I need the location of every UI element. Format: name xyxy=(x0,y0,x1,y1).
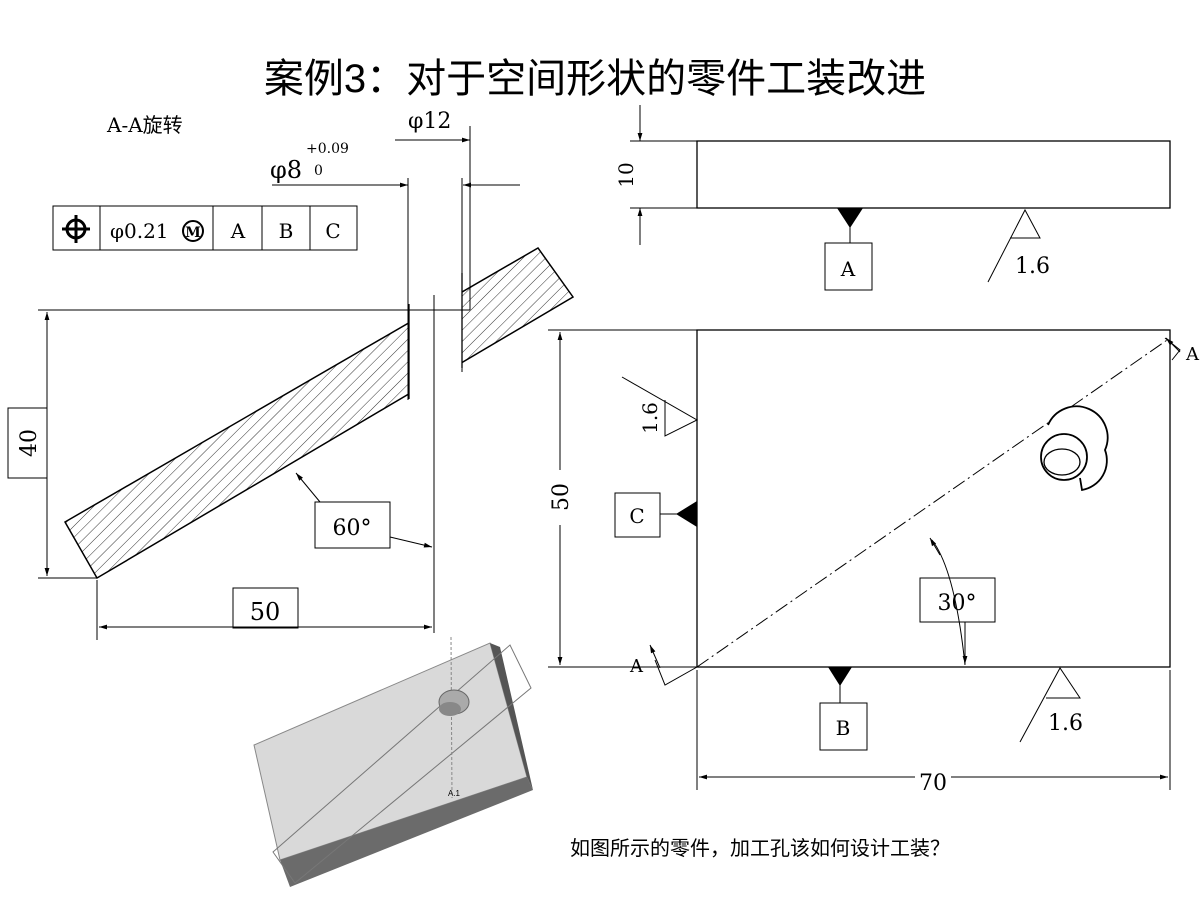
roughness-icon xyxy=(621,376,699,437)
section-mark-top: A xyxy=(1185,344,1200,365)
datum-triangle-icon xyxy=(676,501,697,527)
datum-triangle-icon xyxy=(837,208,863,228)
position-icon xyxy=(62,215,90,243)
dim-thickness-10: 10 xyxy=(614,162,638,187)
model-label: A.1 xyxy=(448,789,461,798)
roughness-left: 1.6 xyxy=(638,402,662,434)
mmc-circle-icon xyxy=(182,220,204,242)
roughness-bottom: 1.6 xyxy=(1048,711,1083,736)
datum-a-label: A xyxy=(840,257,856,281)
section-view: A-A旋转 φ12 φ8 +0.09 0 φ0.21 M A xyxy=(7,109,575,640)
hole-axis-line xyxy=(696,337,1171,668)
hole-section xyxy=(409,273,462,399)
fcf-datum-c: C xyxy=(325,219,340,243)
caption: 如图所示的零件，加工孔该如何设计工装？ xyxy=(570,836,950,860)
feature-control-frame: φ0.21 M A B C xyxy=(52,205,358,251)
dim-hole-outer: φ12 xyxy=(408,109,451,134)
section-label: A-A旋转 xyxy=(106,113,183,137)
fcf-tolerance: φ0.21 xyxy=(110,219,169,243)
section-mark-bottom: A xyxy=(629,656,644,677)
angle-60: 60° xyxy=(333,516,372,541)
tolerance-lower: 0 xyxy=(314,163,323,179)
dim-width-50: 50 xyxy=(250,598,281,626)
datum-b-label: B xyxy=(836,716,851,740)
datum-c-label: C xyxy=(629,504,644,528)
top-view: 10 A 1.6 xyxy=(614,105,1171,291)
hole-feature xyxy=(1040,405,1109,492)
front-view: 50 1.6 C A A 30° xyxy=(545,329,1200,796)
dim-hole-inner: φ8 xyxy=(270,156,302,184)
fcf-datum-b: B xyxy=(279,219,294,243)
tolerance-upper: +0.09 xyxy=(306,141,349,157)
roughness-icon xyxy=(987,208,1041,283)
fcf-datum-a: A xyxy=(230,219,246,243)
dim-height-40: 40 xyxy=(17,429,42,457)
dim-width-70: 70 xyxy=(919,771,947,796)
roughness-top: 1.6 xyxy=(1015,254,1050,279)
hatched-section xyxy=(63,247,575,580)
roughness-icon xyxy=(1019,667,1081,743)
angle-30: 30° xyxy=(938,591,977,616)
datum-triangle-icon xyxy=(828,667,852,686)
dim-height-50: 50 xyxy=(549,483,574,511)
page-title: 案例3：对于空间形状的零件工装改进 xyxy=(264,57,926,101)
3d-model-view: A.1 xyxy=(253,636,533,887)
fcf-modifier: M xyxy=(185,225,201,241)
